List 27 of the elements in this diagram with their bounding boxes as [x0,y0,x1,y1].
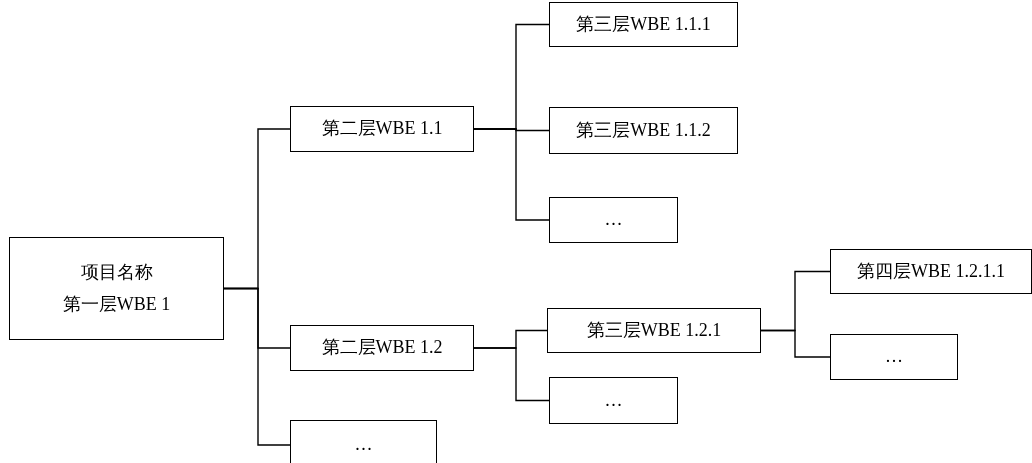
tree-box [290,106,474,152]
box-label: … [604,209,623,231]
connector-line [760,329,831,358]
connector-line [223,287,291,446]
tree-box [830,249,1032,294]
tree-box [830,334,958,380]
tree-box [9,237,224,340]
connector-line [473,128,550,221]
box-label: 第三层WBE 1.2.1 [586,319,722,342]
box-label: 第三层WBE 1.1.2 [576,119,711,142]
connector-line [473,347,550,402]
tree-box [290,325,474,371]
tree-box [290,420,437,463]
box-label: … [354,434,373,456]
box-label: … [604,389,623,412]
box-label: 第四层WBE 1.2.1.1 [857,260,1005,283]
tree-box [549,107,738,154]
box-label: 第二层WBE 1.1 [321,118,443,140]
box-label: … [885,346,903,368]
box-label: 第二层WBE 1.2 [321,337,443,359]
tree-box [549,377,678,424]
box-label: 第一层WBE 1 [62,293,171,316]
box-label: 第三层WBE 1.1.1 [576,13,711,36]
box-label: 项目名称 [80,261,153,284]
tree-box [547,308,761,353]
tree-box [549,197,678,243]
tree-box [549,2,738,47]
